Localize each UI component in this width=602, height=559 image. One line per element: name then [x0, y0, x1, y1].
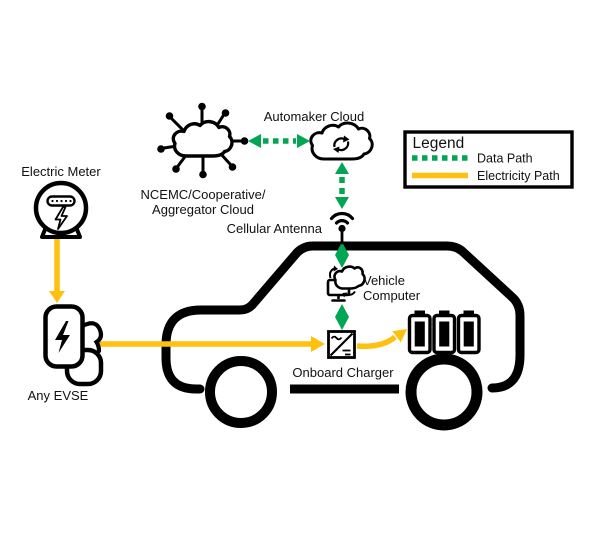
- ncemc-network-cloud-icon: [157, 102, 249, 179]
- electric-meter-label: Electric Meter: [21, 164, 101, 179]
- electricity-path-arrows: [49, 239, 407, 352]
- data-link-diamond-icon: [335, 242, 349, 268]
- data-link-diamond-icon: [335, 304, 349, 330]
- vehicle-computer-label-line1: Vehicle: [363, 273, 405, 288]
- arrow-right-icon: [311, 336, 325, 352]
- lightning-bolt-icon: [54, 206, 68, 230]
- legend-title: Legend: [413, 135, 465, 152]
- arrow-up-icon: [335, 162, 349, 174]
- arrow-down-icon: [335, 197, 349, 209]
- sync-arrows-icon: [333, 135, 350, 153]
- electric-meter-icon: [33, 180, 89, 239]
- cellular-antenna-icon: [329, 211, 355, 245]
- legend-data-path-label: Data Path: [477, 152, 533, 166]
- arrow-right-icon: [297, 134, 310, 148]
- ncemc-cloud-label-line2: Aggregator Cloud: [152, 202, 254, 217]
- data-path-arrows: [248, 134, 349, 330]
- battery-icon: [456, 310, 481, 355]
- arrow-down-icon: [49, 291, 65, 303]
- arrow-upright-icon: [392, 329, 407, 343]
- automaker-cloud-icon: [309, 121, 374, 161]
- front-wheel-icon: [205, 356, 277, 428]
- battery-icon: [407, 310, 432, 355]
- arrow-left-icon: [248, 134, 261, 148]
- evse-charger-icon: [43, 304, 104, 387]
- legend-electricity-path-label: Electricity Path: [477, 169, 560, 183]
- automaker-cloud-label: Automaker Cloud: [264, 109, 364, 124]
- rear-wheel-icon: [405, 353, 483, 431]
- battery-icon: [432, 310, 457, 355]
- ncemc-cloud-label-line1: NCEMC/Cooperative/: [141, 187, 266, 202]
- vehicle-computer-label-line2: Computer: [363, 288, 421, 303]
- legend-box: Legend Data Path Electricity Path: [403, 130, 574, 189]
- lightning-bolt-icon: [55, 321, 70, 353]
- cellular-antenna-label: Cellular Antenna: [227, 221, 323, 236]
- vehicle-computer-icon: [326, 265, 366, 302]
- onboard-charger-label: Onboard Charger: [292, 365, 394, 380]
- any-evse-label: Any EVSE: [28, 388, 89, 403]
- battery-pack-icons: [407, 310, 481, 355]
- onboard-charger-icon: [327, 330, 356, 359]
